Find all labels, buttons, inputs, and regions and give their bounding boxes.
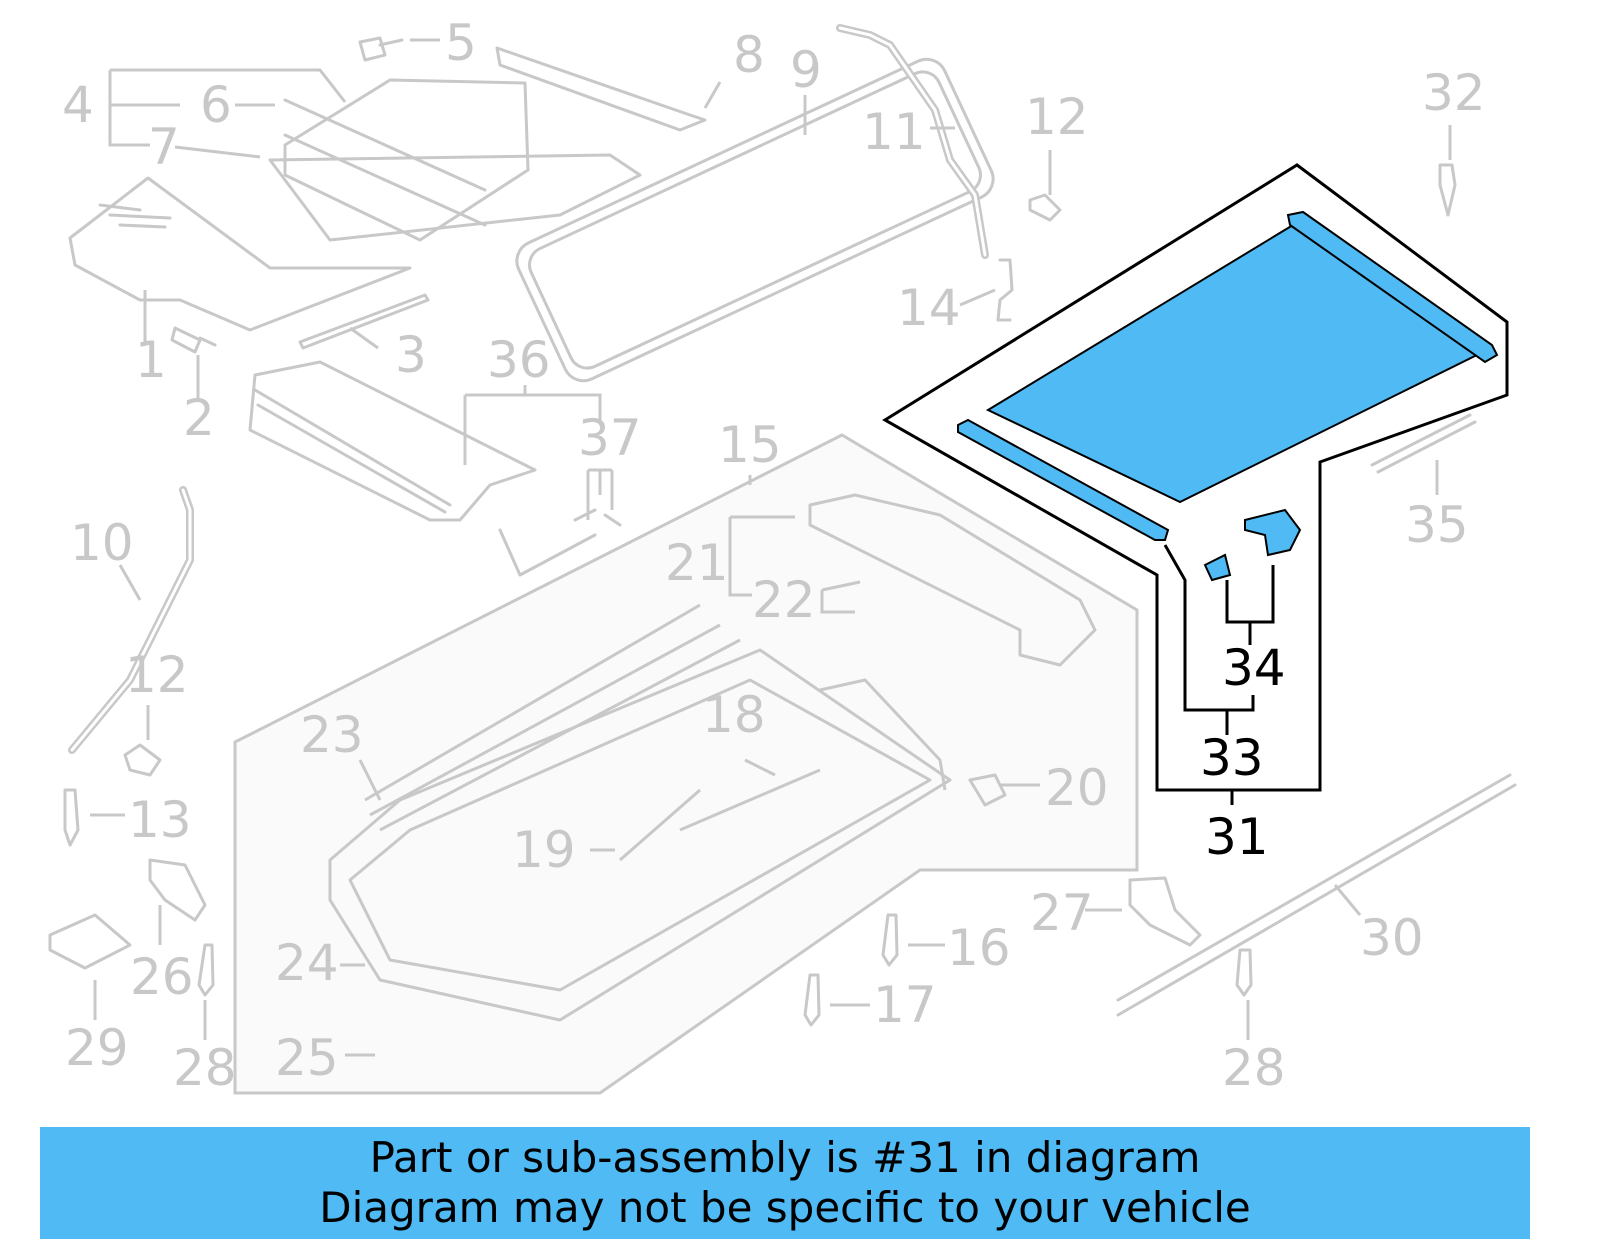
callout-33[interactable]: 33 <box>1200 729 1264 787</box>
callout-27[interactable]: 27 <box>1030 884 1094 942</box>
deflector-part <box>495 46 707 132</box>
callout-36[interactable]: 36 <box>487 331 551 389</box>
glass-panel-part <box>68 176 412 332</box>
callout-3[interactable]: 3 <box>395 326 427 384</box>
callout-21[interactable]: 21 <box>665 534 729 592</box>
callout-16[interactable]: 16 <box>947 919 1011 977</box>
callout-14[interactable]: 14 <box>897 279 961 337</box>
callout-37[interactable]: 37 <box>578 409 642 467</box>
callout-25[interactable]: 25 <box>275 1029 339 1087</box>
banner-part-note: Part or sub-assembly is #31 in diagram <box>369 1133 1201 1182</box>
callout-10[interactable]: 10 <box>70 514 134 572</box>
callout-31[interactable]: 31 <box>1205 808 1269 866</box>
callout-1[interactable]: 1 <box>135 331 167 389</box>
frame-part <box>248 360 537 522</box>
callout-32[interactable]: 32 <box>1422 64 1486 122</box>
callout-9[interactable]: 9 <box>790 41 822 99</box>
callout-12[interactable]: 12 <box>1025 88 1089 146</box>
callout-11[interactable]: 11 <box>862 103 926 161</box>
sunroof-glass-part <box>283 78 530 242</box>
weatherstrip-part <box>515 57 995 383</box>
callout-13[interactable]: 13 <box>128 791 192 849</box>
callout-2[interactable]: 2 <box>183 389 215 447</box>
callout-22[interactable]: 22 <box>752 571 816 629</box>
callout-28-right[interactable]: 28 <box>1222 1039 1286 1097</box>
callout-30[interactable]: 30 <box>1360 909 1424 967</box>
callout-19[interactable]: 19 <box>512 821 576 879</box>
callout-26[interactable]: 26 <box>130 948 194 1006</box>
callout-23[interactable]: 23 <box>300 706 364 764</box>
banner-disclaimer: Diagram may not be specific to your vehi… <box>319 1183 1251 1232</box>
subassembly-15-outline <box>233 433 1139 1095</box>
callout-18[interactable]: 18 <box>702 686 766 744</box>
info-banner: Part or sub-assembly is #31 in diagram D… <box>40 1127 1530 1239</box>
callout-6[interactable]: 6 <box>200 76 232 134</box>
callout-34[interactable]: 34 <box>1222 639 1286 697</box>
callout-15[interactable]: 15 <box>718 416 782 474</box>
callout-8[interactable]: 8 <box>733 26 765 84</box>
callout-29[interactable]: 29 <box>65 1019 129 1077</box>
callout-17[interactable]: 17 <box>873 976 937 1034</box>
callout-4[interactable]: 4 <box>62 76 94 134</box>
callout-35[interactable]: 35 <box>1405 496 1469 554</box>
callout-28[interactable]: 28 <box>173 1039 237 1097</box>
callout-24[interactable]: 24 <box>275 934 339 992</box>
callout-12-lower[interactable]: 12 <box>125 646 189 704</box>
callout-7[interactable]: 7 <box>148 118 180 176</box>
callout-20[interactable]: 20 <box>1045 759 1109 817</box>
callout-5[interactable]: 5 <box>445 14 477 72</box>
